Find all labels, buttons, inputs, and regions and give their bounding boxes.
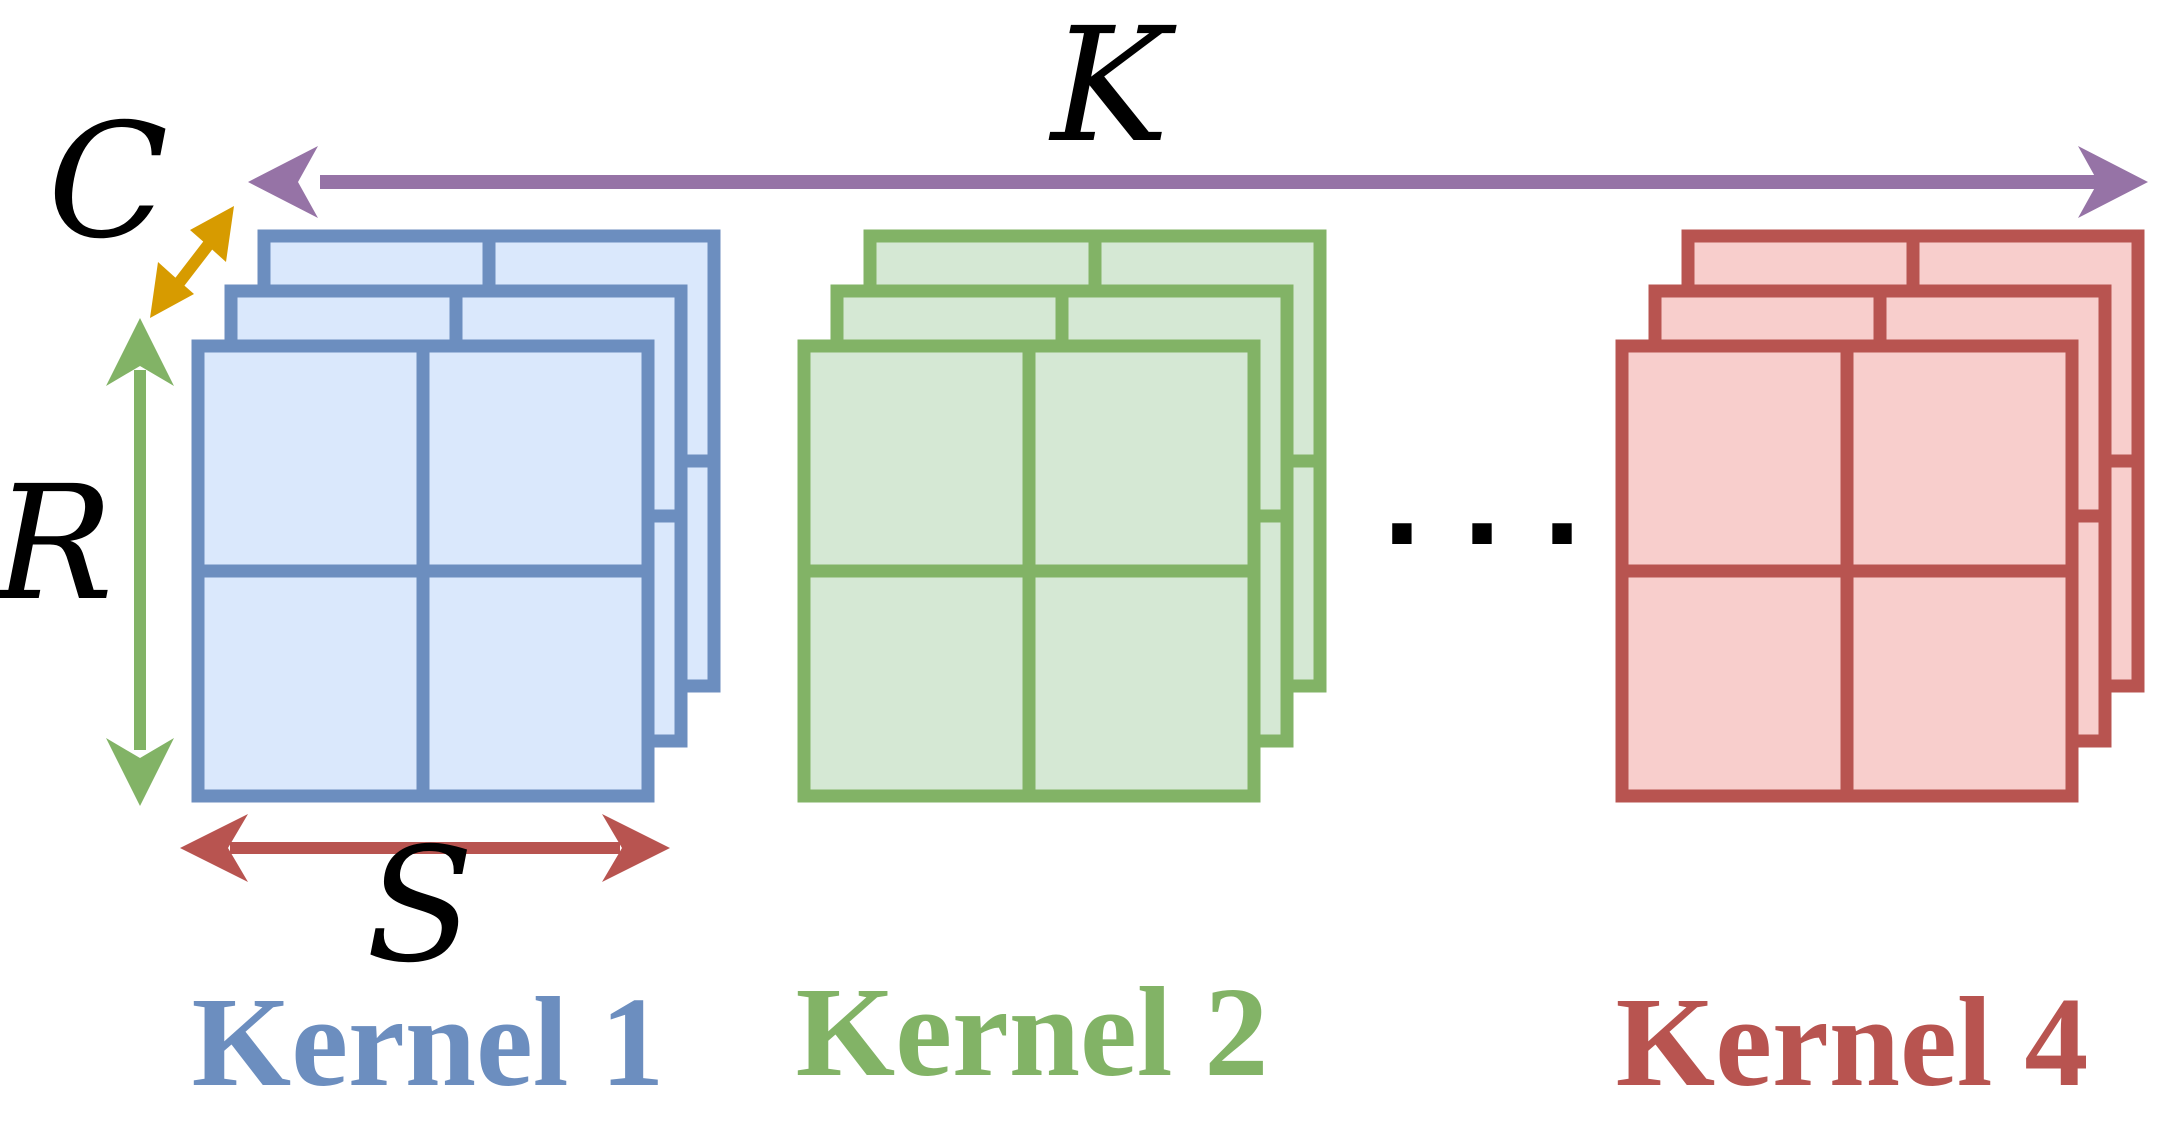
s-dimension-arrow bbox=[180, 814, 670, 882]
s-arrowhead-right bbox=[602, 814, 670, 882]
kernel-4-stack bbox=[1615, 229, 2145, 803]
kernel-1-label: Kernel 1 bbox=[192, 971, 665, 1113]
r-arrowhead-bottom bbox=[106, 738, 174, 806]
c-arrowhead-bottom bbox=[150, 262, 194, 318]
ellipsis: · · · bbox=[1381, 470, 1583, 598]
c-label: C bbox=[48, 90, 169, 274]
r-arrowhead-top bbox=[106, 318, 174, 386]
s-label: S bbox=[366, 814, 474, 998]
k-arrowhead-left bbox=[248, 146, 318, 218]
k-label: K bbox=[1048, 0, 1177, 178]
k-arrowhead-right bbox=[2078, 146, 2148, 218]
r-dimension-arrow bbox=[106, 318, 174, 806]
kernel-2-label: Kernel 2 bbox=[796, 961, 1269, 1103]
r-label: R bbox=[0, 452, 113, 636]
kernel-layer bbox=[191, 339, 655, 803]
k-dimension-arrow bbox=[248, 146, 2148, 218]
s-arrowhead-left bbox=[180, 814, 248, 882]
kernel-4-label: Kernel 4 bbox=[1616, 971, 2089, 1113]
kernel-1-stack bbox=[191, 229, 721, 803]
kernel-layer bbox=[1615, 339, 2079, 803]
kernel-2-stack bbox=[797, 229, 1327, 803]
c-arrowhead-top bbox=[190, 206, 234, 262]
c-dimension-arrow bbox=[150, 206, 234, 318]
kernel-layer bbox=[797, 339, 1261, 803]
